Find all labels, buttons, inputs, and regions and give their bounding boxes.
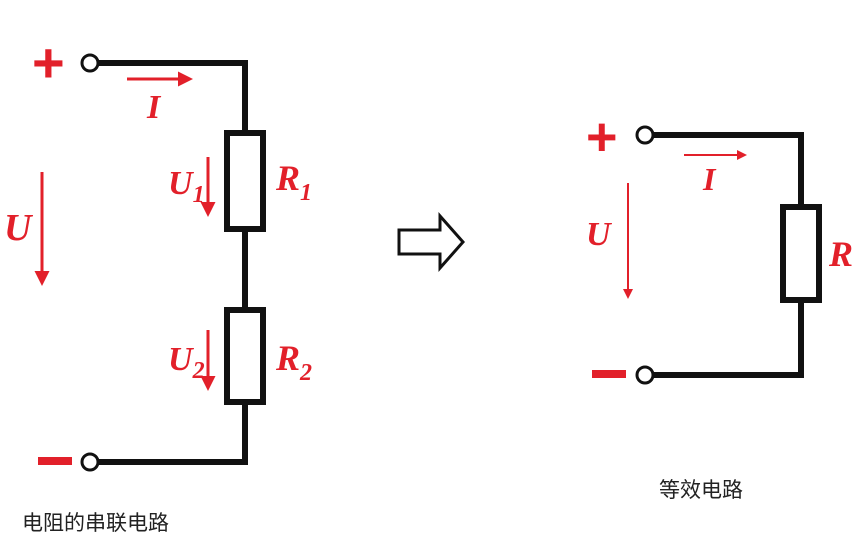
series-caption: 电阻的串联电路 [22, 511, 169, 535]
eq-r-label: R [828, 234, 853, 274]
series-circuit: + I U U1 R1 U2 R2 电阻的串联电路 [4, 31, 312, 535]
series-bottom-wire [95, 399, 248, 465]
eq-bottom-wire [650, 297, 804, 378]
terminal-positive [80, 53, 100, 73]
hollow-right-arrow-icon [397, 212, 466, 272]
r1-label: R1 [275, 158, 312, 206]
plus-sign: + [32, 31, 65, 94]
r2-label: R2 [275, 338, 312, 386]
resistor-r2 [224, 307, 266, 405]
u1-label: U1 [168, 165, 205, 208]
resistor-r1 [224, 130, 266, 232]
eq-terminal-negative [635, 365, 655, 385]
eq-voltage-label: U [586, 216, 613, 253]
eq-current-label: I [702, 161, 717, 197]
current-label: I [146, 89, 162, 126]
resistor-r [780, 204, 822, 303]
equivalent-caption: 等效电路 [659, 478, 743, 502]
u2-label: U2 [168, 341, 205, 384]
eq-top-wire [650, 132, 804, 210]
terminal-negative [80, 452, 100, 472]
series-top-wire [95, 60, 248, 136]
minus-sign [38, 457, 72, 465]
equivalent-circuit: + I U R 等效电路 [586, 107, 853, 502]
eq-terminal-positive [635, 125, 655, 145]
voltage-label: U [4, 207, 34, 249]
eq-plus-sign: + [586, 107, 618, 167]
eq-minus-sign [592, 370, 626, 378]
